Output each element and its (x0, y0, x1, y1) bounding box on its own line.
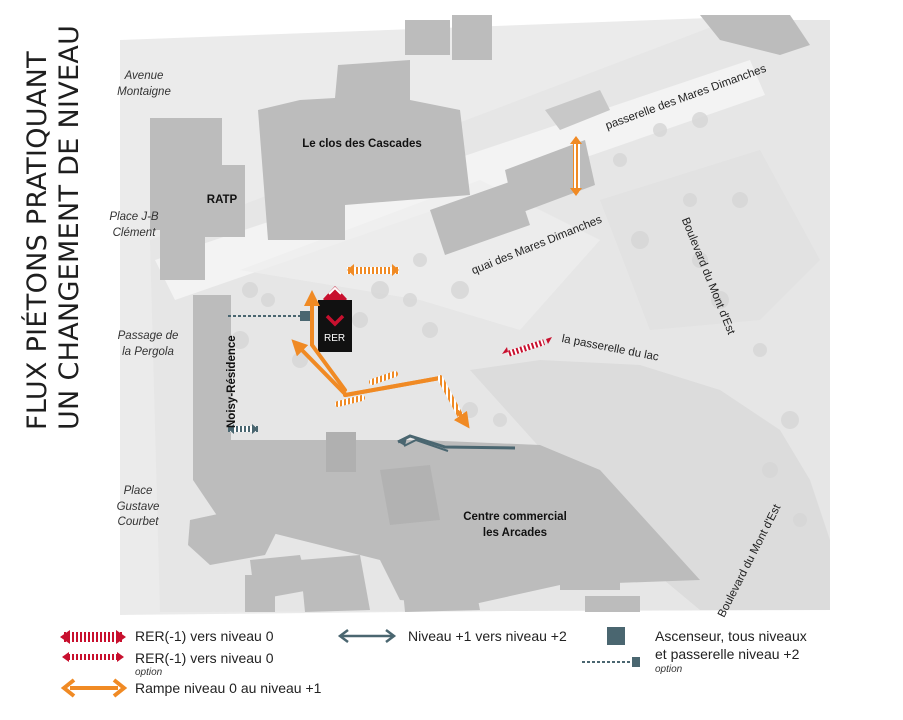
label-noisy-residence: Noisy-Résidence (226, 335, 238, 428)
niveau-flow-arrows (228, 311, 516, 452)
legend-rer-main: RER(-1) vers niveau 0 (135, 628, 274, 644)
label-centre-commercial: Centre commercial les Arcades (463, 511, 567, 540)
label-place-jb-clement: Place J-B Clément (109, 211, 159, 239)
legend-option-2: option (655, 664, 683, 675)
label-clos-des-cascades: Le clos des Cascades (302, 138, 422, 150)
legend-rampe: Rampe niveau 0 au niveau +1 (135, 680, 322, 696)
legend-niveau: Niveau +1 vers niveau +2 (408, 628, 567, 644)
label-ratp: RATP (206, 194, 238, 206)
title-line-2: UN CHANGEMENT DE NIVEAU (54, 24, 85, 430)
label-place-gustave-courbet: Place Gustave Courbet (116, 485, 160, 529)
map-title: FLUX PIÉTONS PRATIQUANT UN CHANGEMENT DE… (14, 25, 102, 450)
rampe-flow-arrows (291, 136, 582, 429)
legend-ascenseur-2: et passerelle niveau +2 (655, 646, 800, 662)
title-line-1: FLUX PIÉTONS PRATIQUANT (22, 51, 53, 430)
legend-ascenseur-1: Ascenseur, tous niveaux (655, 628, 807, 644)
rer-flow-arrows (318, 286, 552, 357)
rer-station-label: RER (324, 333, 346, 344)
label-avenue-montaigne: Avenue Montaigne (117, 70, 171, 98)
legend-option-1: option (135, 667, 163, 678)
map-buildings (150, 15, 810, 612)
legend-rer-option: RER(-1) vers niveau 0 (135, 650, 274, 666)
legend-graphics (60, 627, 640, 698)
map-trees (231, 112, 807, 527)
label-passage-pergola: Passage de la Pergola (117, 330, 179, 358)
